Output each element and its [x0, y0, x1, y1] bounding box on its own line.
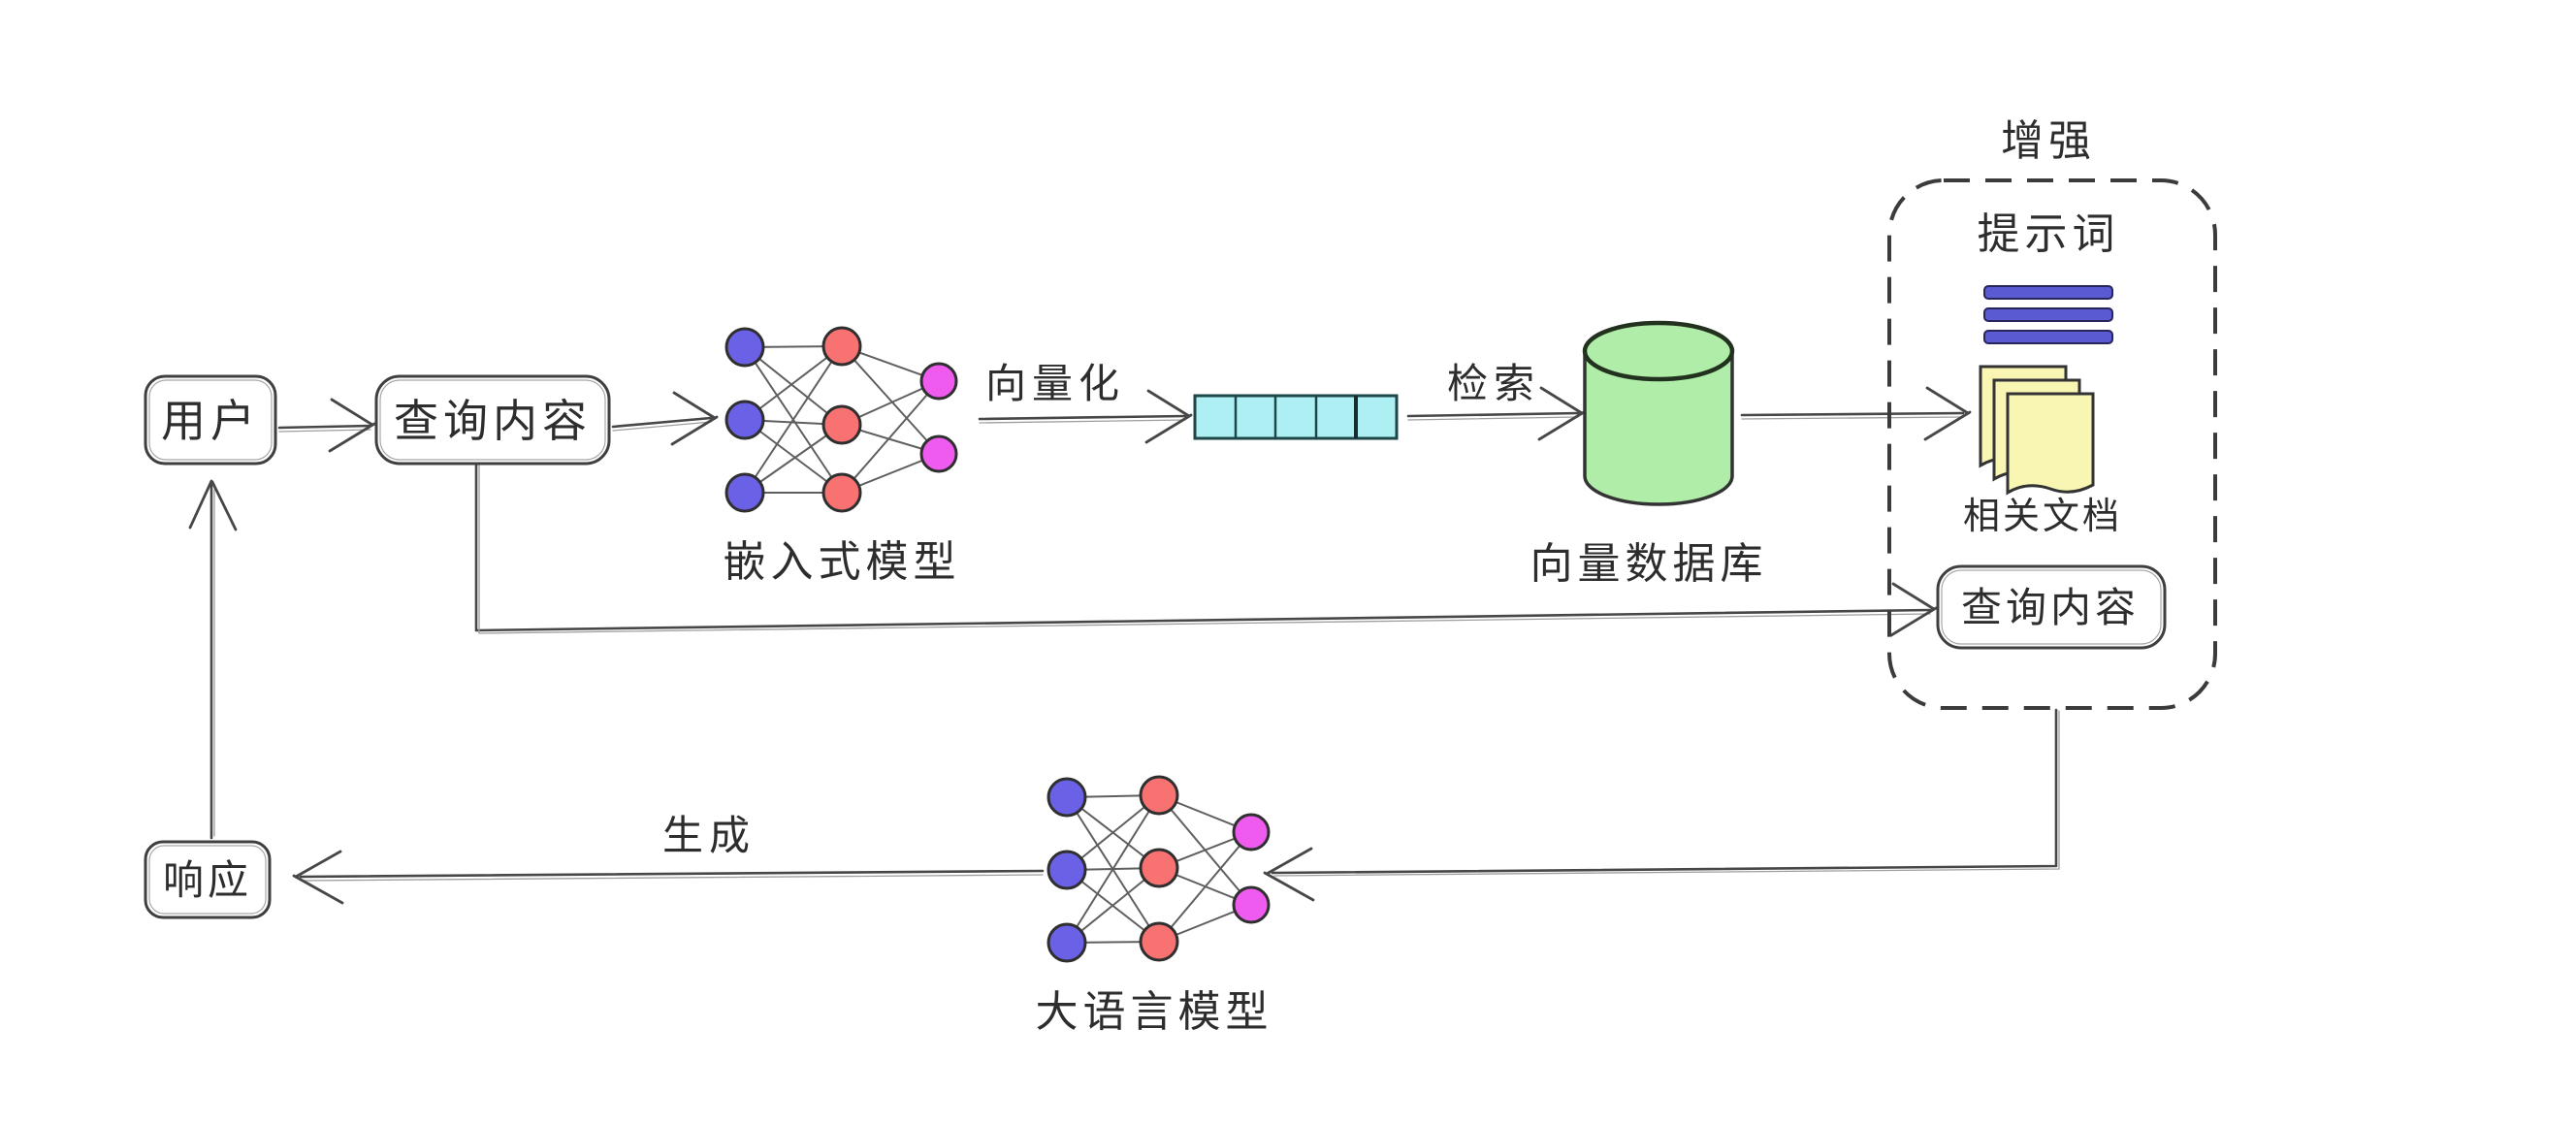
nn-output-node: [919, 362, 958, 401]
nn-input-node: [1046, 922, 1087, 963]
nn-input-node: [724, 472, 765, 513]
nn-hidden-node: [1139, 848, 1179, 888]
nn-hidden-node: [821, 472, 862, 513]
nn-hidden-node: [1139, 775, 1179, 816]
generate-arrow: 生成: [292, 812, 1045, 905]
augment-dashed-border: [1887, 178, 2217, 710]
user-to-query-arrow: [277, 398, 376, 453]
augment-query-node: 查询内容: [1936, 564, 2167, 650]
response-label: 响应: [163, 856, 252, 904]
nn-output-node: [1232, 885, 1271, 924]
embedding-model-node: 嵌入式模型: [724, 326, 961, 587]
augment-query-label: 查询内容: [1961, 584, 2140, 631]
prompt-label: 提示词: [1978, 209, 2120, 259]
query-to-embedding-arrow: [611, 391, 719, 446]
vectorize-label: 向量化: [985, 360, 1125, 407]
response-node: 响应: [144, 840, 272, 919]
generate-label: 生成: [662, 812, 756, 859]
nn-input-node: [724, 327, 765, 368]
vector-db-node: 向量数据库: [1530, 320, 1768, 589]
response-to-user-arrow: [188, 479, 238, 840]
vectorize-arrow: 向量化: [978, 360, 1193, 444]
nn-hidden-node: [821, 326, 862, 367]
query-to-augment-connector: [474, 462, 1938, 637]
retrieve-arrow: 检索: [1406, 360, 1586, 441]
embedding-network-nodes: [724, 326, 958, 513]
augmented-prompt-group: 增强 提示词 相关文档 查询内容: [1887, 116, 2217, 710]
llm-network-nodes: [1046, 775, 1271, 963]
nn-output-node: [919, 434, 958, 473]
embedding-model-label: 嵌入式模型: [724, 537, 961, 587]
nn-output-node: [1232, 813, 1271, 852]
retrieve-label: 检索: [1447, 360, 1540, 407]
query-node: 查询内容: [374, 374, 611, 466]
llm-node: 大语言模型: [1036, 775, 1273, 1037]
query-label: 查询内容: [394, 395, 592, 447]
nn-input-node: [724, 400, 765, 440]
user-label: 用户: [161, 395, 260, 447]
nn-input-node: [1046, 850, 1087, 890]
db-to-docs-arrow: [1740, 386, 1972, 441]
vector-db-label: 向量数据库: [1530, 539, 1768, 589]
augment-title: 增强: [2001, 116, 2096, 166]
related-docs-label: 相关文档: [1963, 495, 2122, 537]
nn-input-node: [1046, 777, 1087, 818]
nn-hidden-node: [821, 404, 862, 445]
database-icon: [1583, 349, 1734, 506]
vector-cells-icon: [1193, 394, 1399, 440]
documents-icon: [1979, 365, 2095, 496]
llm-label: 大语言模型: [1036, 987, 1273, 1037]
augment-to-llm-connector: [1263, 708, 2060, 902]
prompt-lines-icon: [1983, 285, 2113, 344]
user-node: 用户: [144, 374, 277, 466]
nn-hidden-node: [1139, 921, 1179, 962]
